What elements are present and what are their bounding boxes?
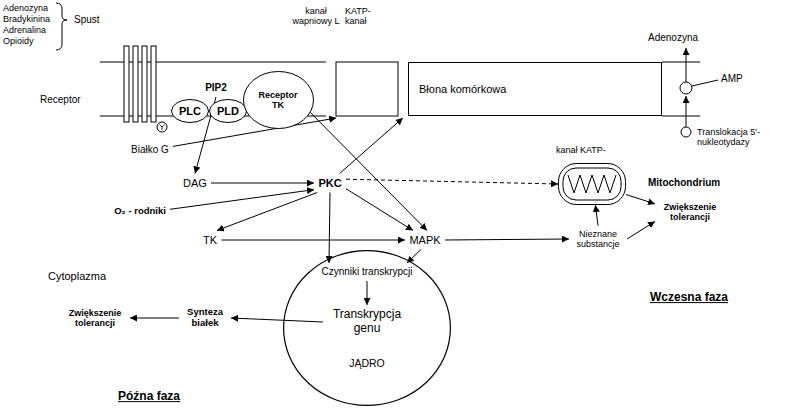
mitochondrion-inner — [563, 168, 621, 200]
arrow-connector — [346, 189, 413, 231]
enzyme-oval: Receptor TK — [243, 71, 314, 129]
text-label: Bradykinina — [3, 14, 50, 24]
membrane-box: Błona komórkowa — [408, 62, 662, 116]
arrow-connector — [367, 281, 368, 305]
text-node: Czynniki transkrypcji — [317, 263, 417, 281]
node-text: Transkrypcja genu — [327, 308, 407, 336]
membrane-line — [662, 62, 700, 63]
text-label: Późna faza — [118, 390, 180, 404]
text-node: Zwiększenie tolerancji — [60, 305, 130, 332]
arrow-connector — [329, 193, 330, 264]
text-node: PKC — [314, 174, 346, 193]
receptor-helix — [133, 46, 138, 122]
membrane-line — [662, 116, 700, 117]
substrate-line — [692, 80, 718, 86]
arrow-connector — [310, 112, 427, 230]
arrow-connector — [340, 118, 403, 174]
brace — [56, 3, 67, 50]
text-label: Translokacja 5'-nukleotydazy — [697, 127, 777, 148]
text-label: Adenozyna — [3, 3, 48, 13]
text-node: TK — [199, 231, 222, 250]
product-arrow — [686, 48, 687, 82]
node-text: kanał wapniowy L — [291, 6, 341, 27]
text-label: Spust — [74, 14, 100, 26]
node-outline — [558, 163, 626, 205]
node-text: TK — [203, 234, 217, 247]
arrow-connector — [231, 318, 323, 322]
arrow-connector — [130, 318, 179, 319]
arrow-connector — [211, 183, 314, 184]
node-text: Błona komórkowa — [419, 83, 506, 96]
oval-outline — [210, 100, 247, 123]
node-text: Synteza białek — [183, 307, 227, 329]
node-text: PKC — [318, 177, 341, 190]
ion-channel: KATP- kanał — [342, 4, 406, 118]
node-text: O₂ - rodniki — [114, 206, 166, 217]
node-text: Zwiększenie tolerancji — [659, 202, 721, 223]
receptor-helix — [142, 46, 147, 122]
nucleus: JĄDRO Czynniki transkrypcjiTranskrypcja g… — [283, 250, 451, 406]
node-text: PLD — [217, 105, 239, 118]
oval-outline — [243, 72, 313, 129]
arrow-connector — [222, 240, 406, 241]
node-text: Nieznane substancje — [573, 229, 623, 250]
mitochondrion-cristae — [568, 175, 616, 193]
text-label: Receptor — [40, 94, 81, 106]
arrow-connector — [170, 190, 314, 210]
node-text: MAPK — [409, 234, 440, 247]
node-text: Receptor TK — [255, 90, 301, 111]
nucleotidase-symbol — [680, 82, 692, 94]
g-protein-symbol — [160, 125, 165, 131]
ion-channel: kanał wapniowy L — [288, 4, 344, 118]
node-text: PIP2 — [205, 82, 227, 94]
text-node: O₂ - rodniki — [110, 203, 170, 220]
text-node: DAG — [179, 174, 211, 193]
arrow-connector — [346, 179, 558, 184]
mitochondrion: Mitochondrium — [558, 163, 626, 205]
receptor-helix — [124, 46, 129, 122]
text-label: Adrenalina — [3, 25, 46, 35]
text-node: Białko G — [127, 141, 173, 159]
enzyme-oval: PLD — [209, 99, 247, 123]
text-node: MAPK — [405, 231, 445, 250]
oval-outline — [172, 100, 209, 123]
text-node: Nieznane substancje — [569, 226, 627, 253]
node-text: Mitochondrium — [648, 177, 720, 189]
node-text: KATP- kanał — [345, 6, 379, 27]
text-label: Adenozyna — [648, 32, 698, 44]
node-text: JĄDRO — [349, 357, 385, 369]
node-text: Białko G — [131, 144, 169, 156]
text-label: Opioidy — [3, 36, 34, 46]
text-node: Synteza białek — [179, 304, 231, 332]
text-node: Transkrypcja genu — [323, 305, 411, 339]
translocation-arrow — [686, 96, 687, 127]
arrow-connector — [445, 239, 569, 240]
text-label: AMP — [721, 73, 743, 85]
node-text: Czynniki transkrypcji — [321, 266, 412, 278]
text-label: kanał KATP- — [556, 145, 606, 155]
arrow-connector — [595, 205, 598, 226]
arrow-connector — [173, 118, 336, 146]
node-text: PLC — [179, 105, 201, 118]
g-protein-symbol — [157, 122, 167, 132]
nucleotidase-symbol — [681, 127, 691, 137]
node-text: Zwiększenie tolerancji — [64, 308, 126, 329]
arrow-connector — [626, 195, 655, 204]
receptor-helix — [151, 46, 156, 122]
arrow-connector — [627, 221, 655, 239]
text-node: PIP2 — [201, 79, 231, 97]
nucleus-outline — [284, 251, 451, 406]
mitochondrion-outline — [559, 164, 626, 205]
text-label: Cytoplazma — [48, 270, 106, 283]
text-label: Wczesna faza — [650, 291, 728, 305]
node-text: DAG — [183, 177, 207, 190]
membrane-segment — [336, 62, 398, 116]
arrow-connector — [217, 193, 317, 231]
enzyme-oval: PLC — [171, 99, 209, 123]
text-node: Zwiększenie tolerancji — [655, 199, 725, 226]
